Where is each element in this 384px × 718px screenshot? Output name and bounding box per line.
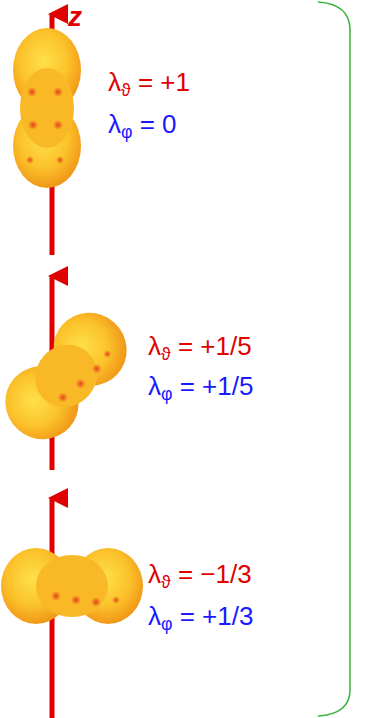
parameter-label: λϑ = +1 [108, 68, 190, 97]
parameter-label: λφ = +1/3 [148, 602, 253, 631]
shape-longitudinal [1, 548, 143, 624]
shape-intermediate [0, 298, 142, 455]
axis-label: z [68, 2, 82, 33]
shape-transverse [13, 28, 81, 188]
group-bracket [318, 2, 350, 716]
parameter-label: λφ = 0 [108, 110, 177, 139]
parameter-label: λϑ = −1/3 [148, 560, 252, 589]
parameter-label: λφ = +1/5 [148, 372, 253, 401]
parameter-label: λϑ = +1/5 [148, 332, 252, 361]
